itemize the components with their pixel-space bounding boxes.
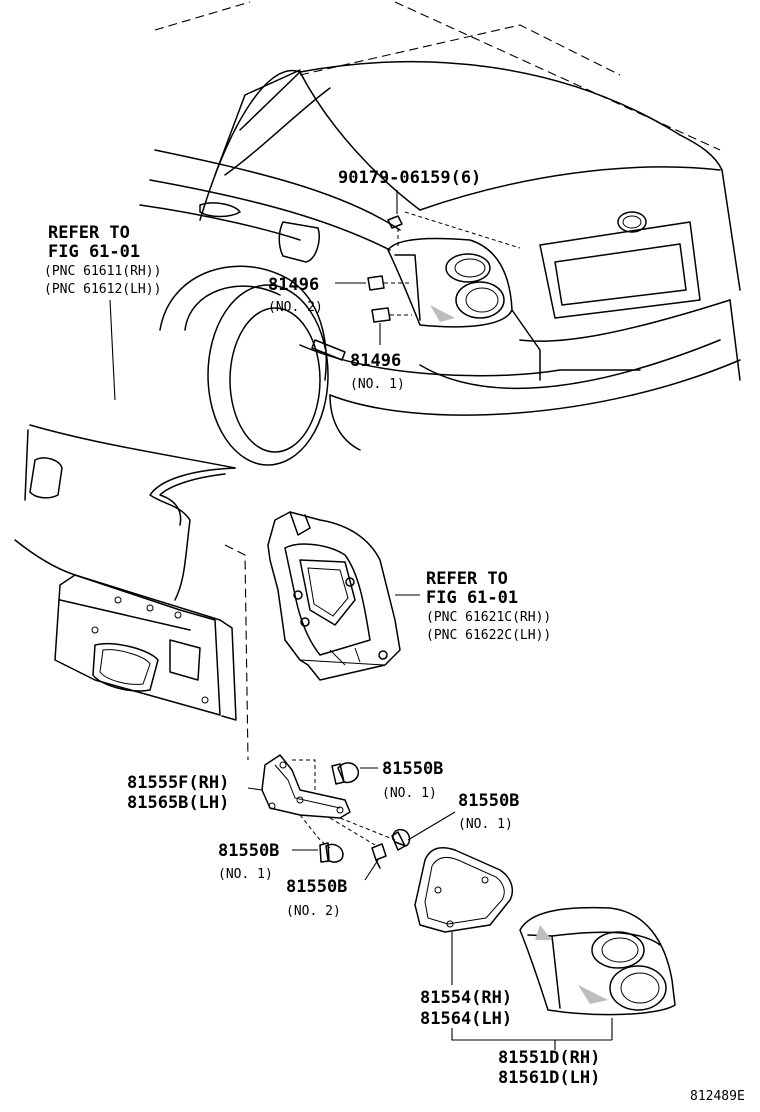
label-illustration-code: 812489E [690, 1089, 745, 1104]
label-bolt-90179: 90179-06159(6) [338, 168, 481, 188]
label-refer-top-line1: REFER TO [48, 223, 130, 243]
label-refer-mid-line3: (PNC 61621C(RH)) [426, 610, 551, 625]
socket-holder [247, 754, 396, 849]
label-bulb-b: 81550B [458, 791, 519, 811]
label-holder-rh: 81555F(RH) [127, 773, 229, 793]
label-bulb-a-note: (NO. 1) [382, 786, 437, 801]
label-socket-81496-no1: 81496 [350, 351, 401, 371]
label-lamp-lh: 81561D(LH) [498, 1068, 600, 1088]
car-rear-illustration [139, 1, 741, 466]
refer-top-leader [109, 299, 116, 401]
lamp-bracket-line [451, 1028, 612, 1041]
label-holder-lh: 81565B(LH) [127, 793, 229, 813]
label-gasket-lh: 81564(LH) [420, 1009, 512, 1029]
label-bulb-b-note: (NO. 1) [458, 817, 513, 832]
label-socket-no2-note: (NO. 2) [268, 300, 323, 315]
label-bulb-c: 81550B [218, 841, 279, 861]
label-refer-top-line2: FIG 61-01 [48, 242, 140, 262]
label-bulb-d-note: (NO. 2) [286, 904, 341, 919]
labels: 90179-06159(6) REFER TO FIG 61-01 (PNC 6… [44, 168, 745, 1104]
quarter-panel [14, 424, 249, 761]
top-fasteners [335, 190, 521, 345]
label-gasket-rh: 81554(RH) [420, 988, 512, 1008]
gasket [414, 847, 513, 985]
label-bulb-a: 81550B [382, 759, 443, 779]
label-socket-no1-note: (NO. 1) [350, 377, 405, 392]
label-bulb-d: 81550B [286, 877, 347, 897]
label-refer-top-line3: (PNC 61611(RH)) [44, 264, 161, 279]
label-refer-top-line4: (PNC 61612(LH)) [44, 282, 161, 297]
label-lamp-rh: 81551D(RH) [498, 1048, 600, 1068]
label-bulb-c-note: (NO. 1) [218, 867, 273, 882]
rear-combination-lamp [519, 906, 676, 1040]
back-panel-bracket [267, 511, 420, 681]
label-refer-mid-line2: FIG 61-01 [426, 588, 518, 608]
label-refer-mid-line1: REFER TO [426, 569, 508, 589]
label-refer-mid-line4: (PNC 61622C(LH)) [426, 628, 551, 643]
label-socket-81496-no2: 81496 [268, 275, 319, 295]
bulbs [292, 762, 456, 881]
